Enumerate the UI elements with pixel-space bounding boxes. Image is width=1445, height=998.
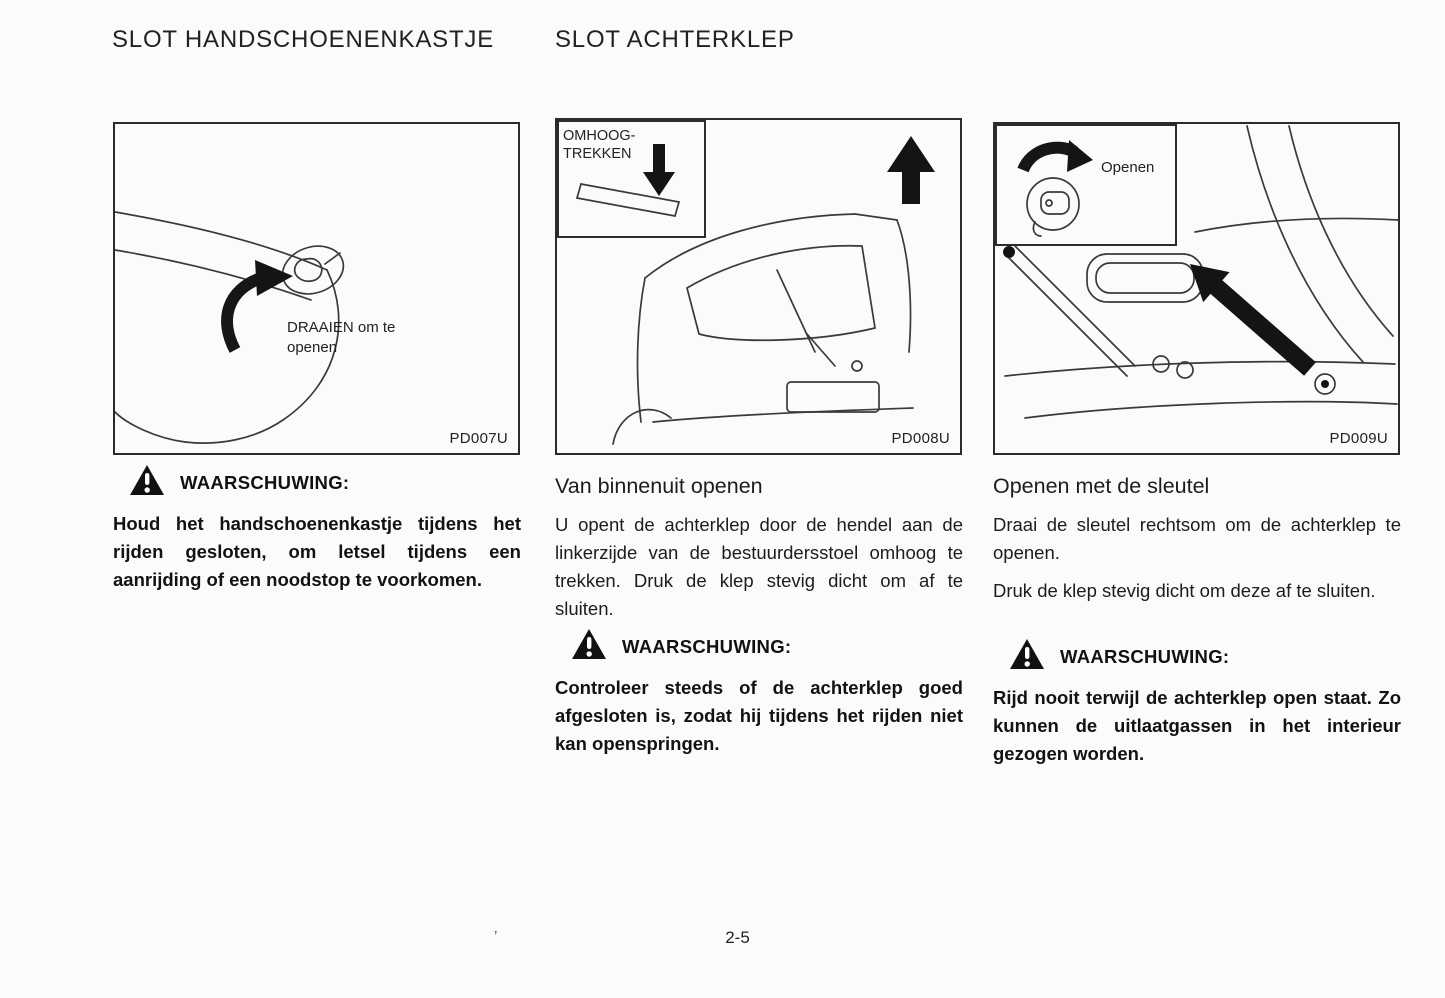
col1-warning-header: WAARSCHUWING:: [113, 464, 521, 501]
figure-tailgate-inside: OMHOOG- TREKKEN PD008U: [555, 118, 962, 455]
page-title-right: SLOT ACHTERKLEP: [555, 26, 795, 53]
rotate-arrow-icon: [221, 260, 293, 353]
col2-heading: Van binnenuit openen: [555, 474, 763, 498]
col3-warning-header: WAARSCHUWING:: [993, 638, 1401, 675]
warning-icon: [129, 464, 165, 501]
figure2-code: PD008U: [891, 430, 950, 447]
figure1-callout-line1: DRAAIEN om te: [287, 319, 395, 336]
col1-warning-paragraph: Houd het handschoenenkastje tijdens het …: [113, 513, 521, 590]
col2-warning-header: WAARSCHUWING:: [555, 628, 963, 665]
open-with-key-illustration: Openen: [995, 124, 1398, 419]
col3-warning-paragraph: Rijd nooit terwijl de achterklep open st…: [993, 687, 1401, 764]
col2-warning-paragraph: Controleer steeds of de achterklep goed …: [555, 677, 963, 754]
figure3-inset-label: Openen: [1101, 159, 1154, 176]
figure3-inset: Openen: [995, 124, 1177, 246]
figure2-inset-line2: TREKKEN: [563, 146, 632, 162]
interior-panel-drawing: [1003, 125, 1398, 419]
col2-body-paragraph: U opent de achterklep door de hendel aan…: [555, 514, 963, 619]
figure1-callout-line2: openen: [287, 339, 337, 356]
col2-warning-label: WAARSCHUWING:: [622, 635, 792, 657]
figure1-code: PD007U: [449, 430, 508, 447]
figure-glovebox-lock: DRAAIEN om te openen PD007U: [113, 122, 520, 455]
figure2-inset: OMHOOG- TREKKEN: [557, 120, 706, 238]
pointer-arrow-icon: [1190, 264, 1316, 376]
figure2-inset-line1: OMHOOG-: [563, 128, 636, 144]
figure-open-with-key: Openen PD009U: [993, 122, 1400, 455]
up-arrow-icon: [887, 136, 935, 204]
keyhole-icon: [1314, 373, 1336, 395]
col3-heading: Openen met de sleutel: [993, 474, 1210, 498]
stray-mark: ’: [494, 928, 498, 945]
col3-warning-label: WAARSCHUWING:: [1060, 645, 1230, 667]
turn-arrow-icon: [1017, 140, 1093, 173]
col1-warning-label: WAARSCHUWING:: [180, 471, 350, 493]
tailgate-inside-illustration: OMHOOG- TREKKEN: [557, 120, 935, 445]
car-rear-drawing: [612, 213, 914, 445]
warning-icon: [571, 628, 607, 665]
glovebox-lock-illustration: DRAAIEN om te openen: [115, 211, 395, 444]
figure3-code: PD009U: [1329, 430, 1388, 447]
page-title-left: SLOT HANDSCHOENENKASTJE: [112, 26, 495, 53]
key-front-icon: [1026, 177, 1080, 237]
warning-icon: [1009, 638, 1045, 675]
page-number: 2-5: [725, 928, 750, 947]
col3-body-paragraph-2: Druk de klep stevig dicht om deze af te …: [993, 580, 1376, 601]
col3-body-paragraph-1: Draai de sleutel rechtsom om de achterkl…: [993, 514, 1401, 563]
pull-arrow-icon: [643, 144, 675, 196]
